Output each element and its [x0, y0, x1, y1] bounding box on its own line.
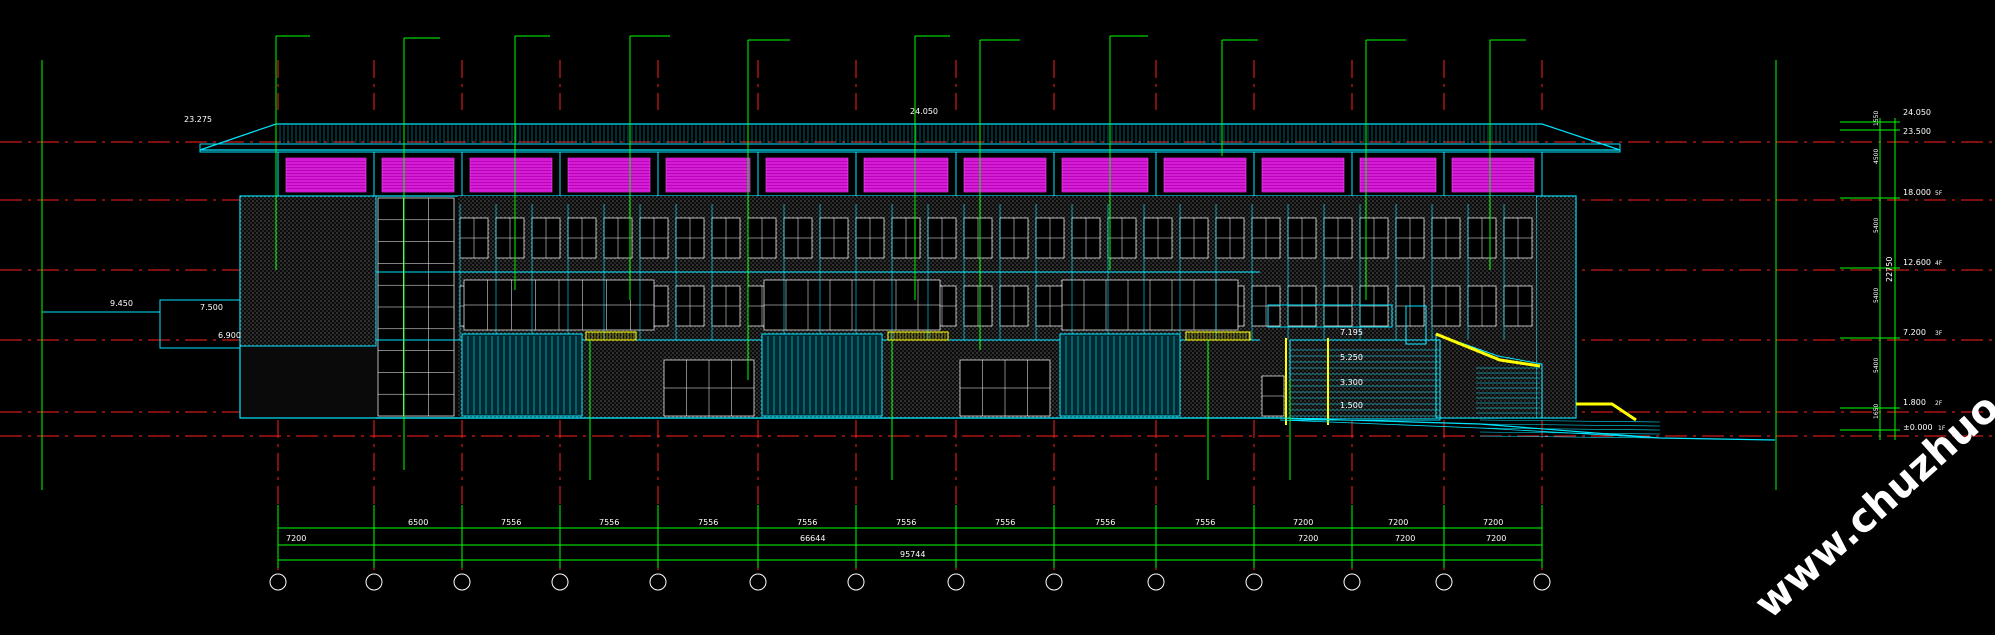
right-elev-7: ±0.000	[1903, 423, 1933, 432]
dim-row1-value: 7556	[1195, 518, 1215, 527]
entrance-door	[1405, 305, 1427, 345]
right-elev-5: 7.200	[1903, 328, 1926, 337]
dim-row2-right-2: 7200	[1395, 534, 1415, 543]
right-total-dim: 22750	[1885, 257, 1894, 282]
dim-row1-value: 7556	[698, 518, 718, 527]
dim-total: 95744	[900, 550, 925, 559]
ramp-elev-4: 1.500	[1340, 401, 1363, 410]
ramp-elev-2: 5.250	[1340, 353, 1363, 362]
axis-bubble	[947, 573, 965, 591]
right-elev-2: 23.500	[1903, 127, 1931, 136]
right-floor-1f: 1F	[1938, 425, 1946, 432]
axis-bubble	[1245, 573, 1263, 591]
axis-bubble	[1343, 573, 1361, 591]
right-floor-4f: 4F	[1935, 260, 1943, 267]
axis-bubble	[1435, 573, 1453, 591]
dim-row1-value: 7556	[896, 518, 916, 527]
roof-hatch	[279, 125, 1537, 143]
watermark: www.chuzhuo.com	[1746, 312, 1995, 627]
right-elev-6: 1.800	[1903, 398, 1926, 407]
dim-row1-value: 7556	[501, 518, 521, 527]
ramp-elevation-labels: 7.195 5.250 3.300 1.500	[1340, 328, 1363, 410]
dim-row1-value: 7200	[1293, 518, 1313, 527]
right-hatched-wall	[1535, 195, 1577, 419]
right-elev-1: 24.050	[1903, 108, 1931, 117]
ground-line	[376, 417, 1776, 441]
dimension-row-1: 6500 7556 7556 7556 7556 7556 7556 7556 7556 7200…	[408, 518, 1503, 527]
dimension-row-2: 7200 66644 7200 7200 7200 95744	[286, 534, 1506, 559]
roof-top-elev: 24.050	[910, 107, 938, 116]
dim-row1-value: 7556	[995, 518, 1015, 527]
right-floor-5f: 5F	[1935, 190, 1943, 197]
left-annex	[159, 299, 241, 349]
ground-line-2	[1279, 419, 1661, 439]
right-elev-4: 12.600	[1903, 258, 1931, 267]
right-dim: 1550	[1873, 111, 1880, 126]
right-dim: 5400	[1873, 218, 1880, 233]
axis-bubble	[1045, 573, 1063, 591]
dim-row2-right-1: 7200	[1298, 534, 1318, 543]
annotation-leaders	[41, 35, 1777, 568]
left-elev-1: 23.275	[184, 115, 212, 124]
right-floor-3f: 3F	[1935, 330, 1943, 337]
window-grid	[376, 197, 1533, 417]
right-dim: 5400	[1873, 288, 1880, 303]
axis-bubble	[453, 573, 471, 591]
left-elev-2: 9.450	[110, 299, 133, 308]
louver-panels	[277, 152, 1535, 196]
roof-fascia	[199, 143, 1621, 153]
axis-bubble	[1533, 573, 1551, 591]
axis-bubble	[1147, 573, 1165, 591]
dim-row1-value: 7200	[1483, 518, 1503, 527]
axis-bubble	[749, 573, 767, 591]
right-dim: 4500	[1873, 149, 1880, 164]
right-dim: 1650	[1873, 404, 1880, 419]
left-elevation-labels: 23.275 9.450 7.500 6.900 24.050	[110, 107, 938, 340]
bottom-dimensions	[278, 527, 1542, 561]
dim-row2-left: 7200	[286, 534, 306, 543]
dim-row2-mid: 66644	[800, 534, 825, 543]
axis-bubble	[365, 573, 383, 591]
dim-row1-value: 6500	[408, 518, 428, 527]
axis-bubble	[551, 573, 569, 591]
roof-eave	[199, 123, 1621, 151]
ramp-elev-1: 7.195	[1340, 328, 1363, 337]
right-elev-3: 18.000	[1903, 188, 1931, 197]
ramp-elev-3: 3.300	[1340, 378, 1363, 387]
left-hatched-wall	[239, 195, 377, 347]
entrance-sign	[1267, 304, 1393, 328]
left-elev-4: 6.900	[218, 331, 241, 340]
right-elevation-scale: 24.050 23.500 18.000 12.600 7.200 1.800 …	[1840, 108, 1946, 440]
right-floor-2f: 2F	[1935, 400, 1943, 407]
ground-curtain-walls	[461, 331, 1251, 417]
dim-row1-value: 7556	[797, 518, 817, 527]
dim-row1-value: 7556	[599, 518, 619, 527]
dim-row2-right-3: 7200	[1486, 534, 1506, 543]
right-stair	[1435, 332, 1637, 422]
axis-bubble	[649, 573, 667, 591]
dim-row1-value: 7200	[1388, 518, 1408, 527]
dim-row1-value: 7556	[1095, 518, 1115, 527]
building	[42, 123, 1776, 441]
axis-bubbles	[269, 573, 1551, 591]
axis-bubble	[269, 573, 287, 591]
axis-bubble	[847, 573, 865, 591]
right-dim: 5400	[1873, 358, 1880, 373]
left-elev-3: 7.500	[200, 303, 223, 312]
